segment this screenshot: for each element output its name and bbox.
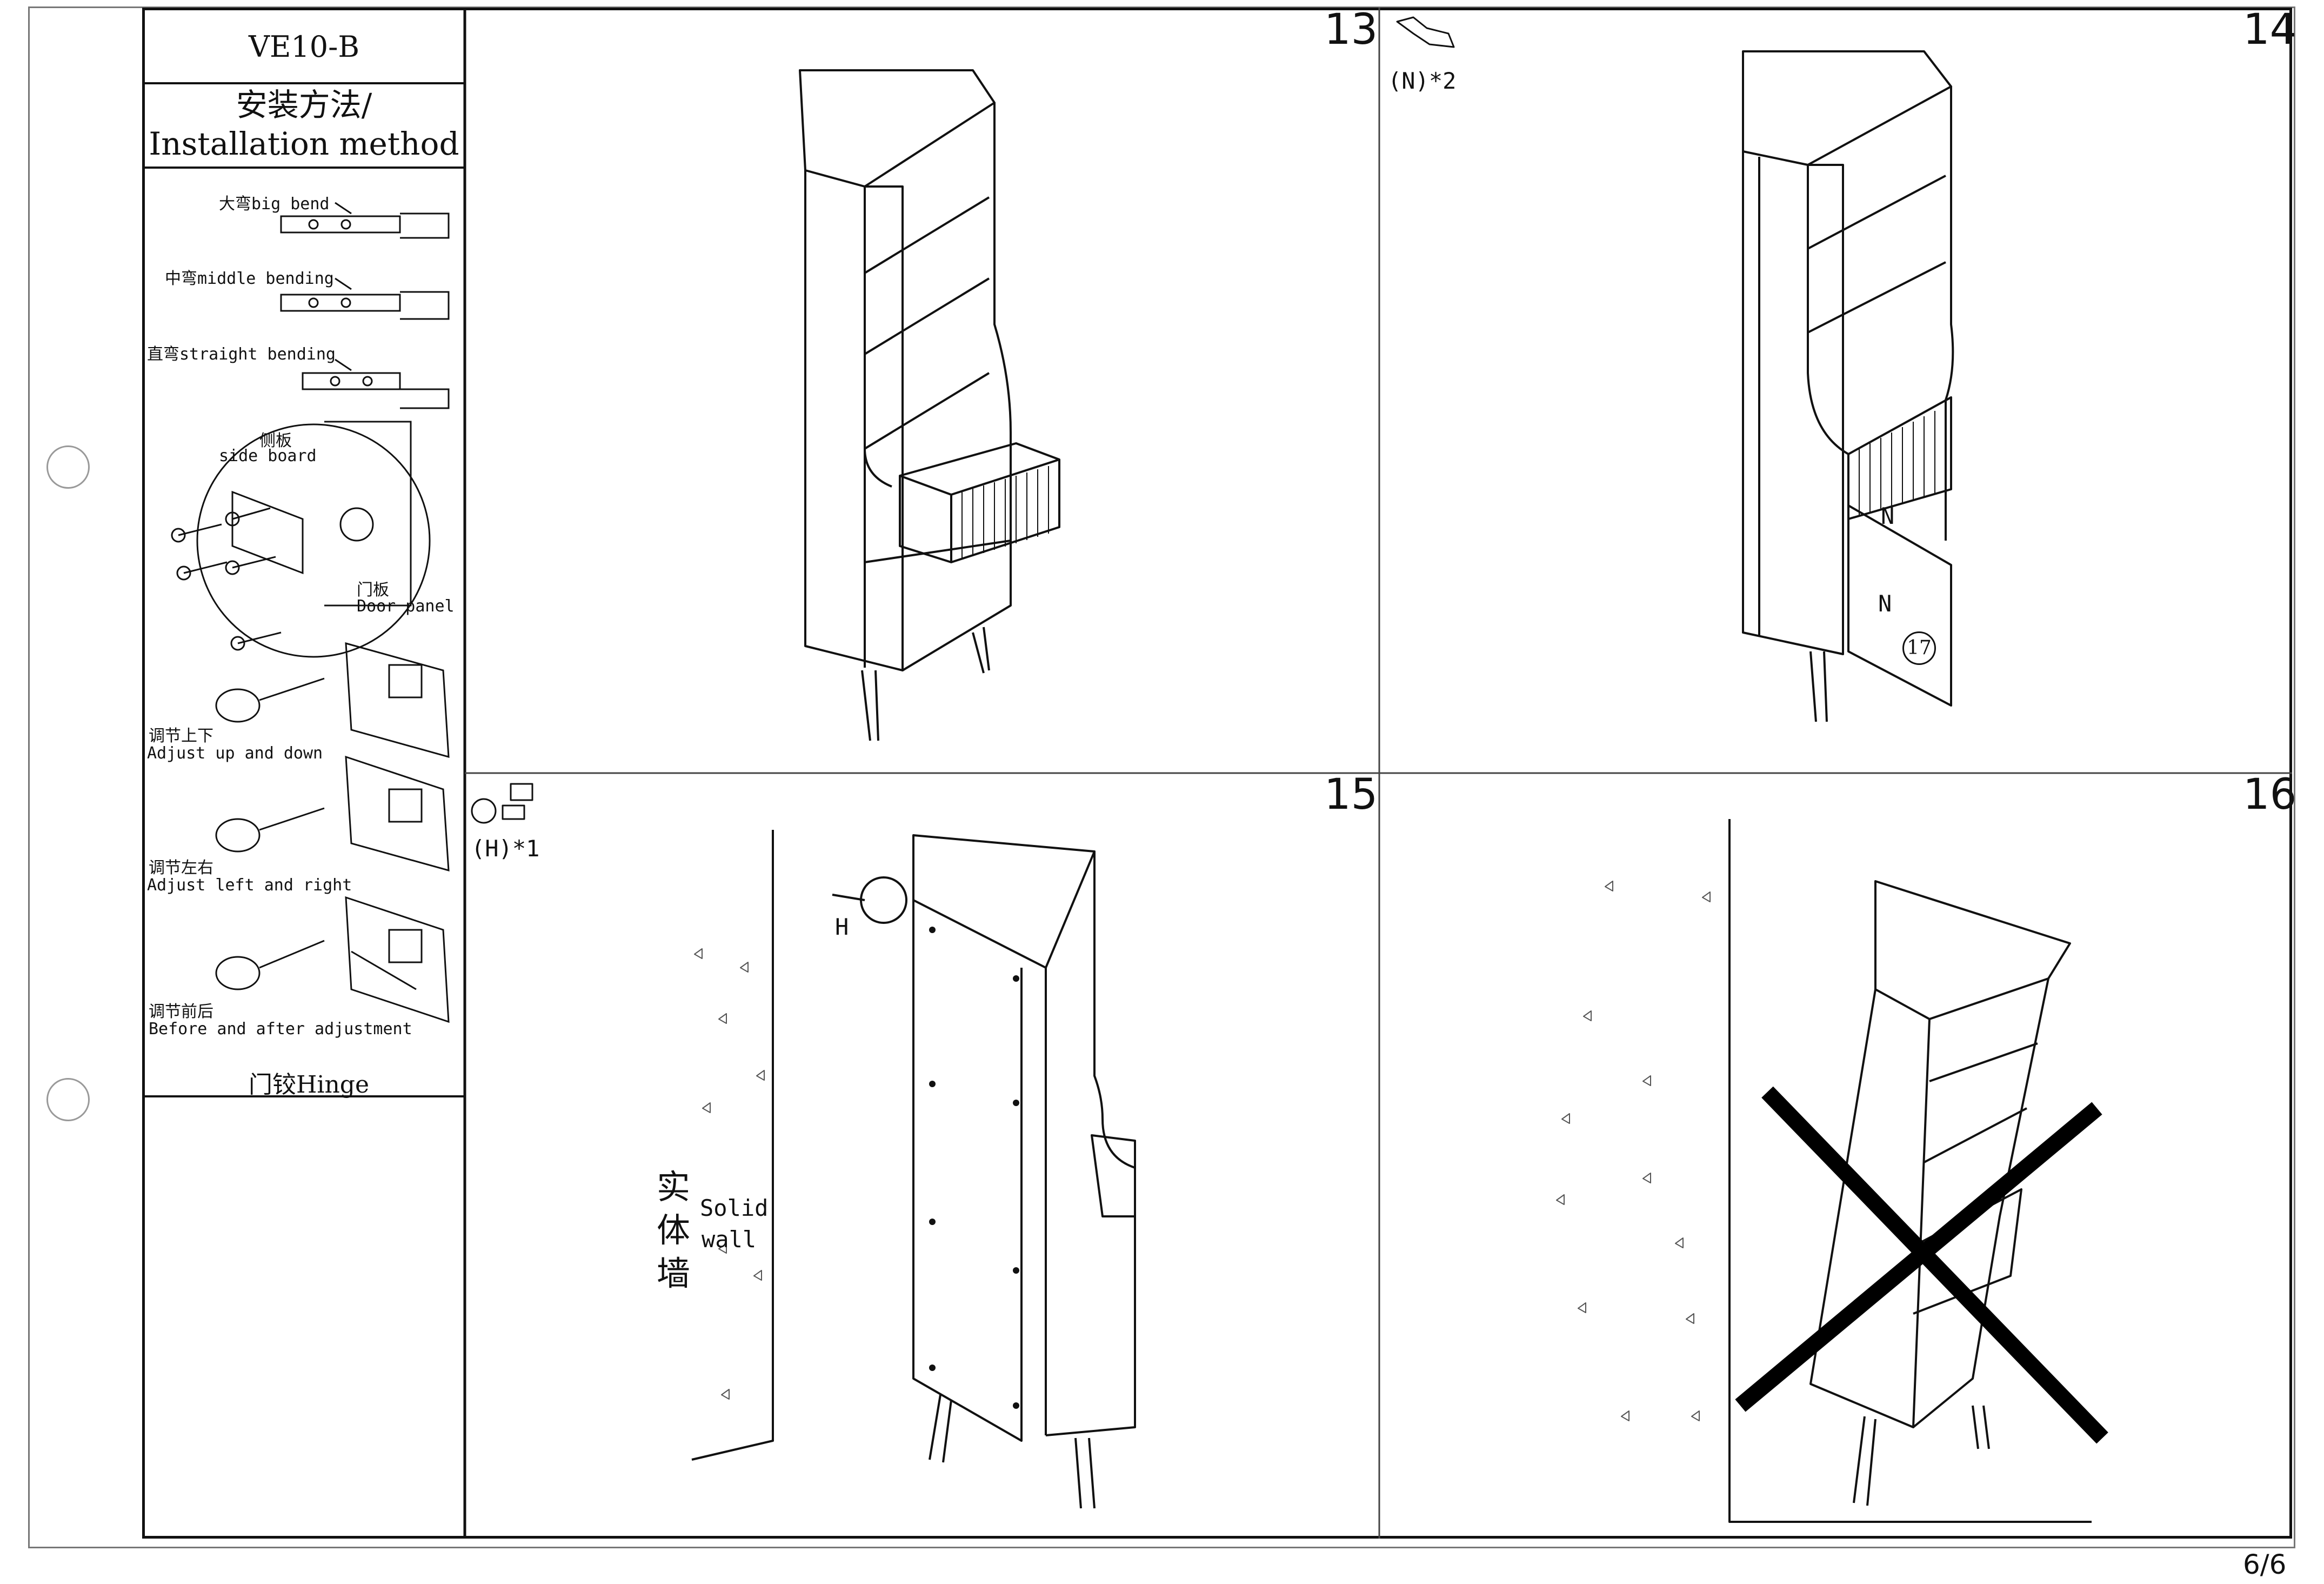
binder-hole-bottom xyxy=(46,1078,90,1121)
part-ref-17: 17 xyxy=(1902,631,1936,665)
binder-hole-top xyxy=(46,445,90,489)
door-panel-en: Door panel xyxy=(357,597,455,616)
page-border xyxy=(28,6,2295,1548)
solid-wall-en-1: Solid xyxy=(700,1195,769,1221)
callout-h: H xyxy=(835,914,849,940)
hinge-n-icon xyxy=(1396,16,1455,48)
title-cn: 安装方法/ xyxy=(236,86,372,123)
installation-method-title: 安装方法/ Installation method xyxy=(146,85,462,167)
solid-wall-cn-3: 墙 xyxy=(657,1254,691,1293)
side-board-cn: 侧板 xyxy=(259,431,292,450)
adjust-leftright-cn: 调节左右 xyxy=(149,858,213,877)
hinge-big-bend-label: 大弯big bend xyxy=(219,195,330,214)
parts-label-n: (N)*2 xyxy=(1388,68,1457,94)
solid-wall-en-2: wall xyxy=(702,1226,757,1253)
step13-cabinet xyxy=(799,69,1060,741)
side-board-en: side board xyxy=(219,447,317,465)
step-number-15: 15 xyxy=(1324,770,1378,819)
dowel-h-icon xyxy=(471,783,533,824)
adjust-frontback-en: Before and after adjustment xyxy=(149,1020,412,1039)
step14-cabinet xyxy=(1742,50,1954,722)
hinge-middle-bending-label: 中弯middle bending xyxy=(165,269,334,288)
adjust-updown-cn: 调节上下 xyxy=(149,727,213,746)
hinge-caption: 门铰Hinge xyxy=(249,1071,369,1099)
wall-texture xyxy=(694,881,1711,1421)
solid-wall-cn-2: 体 xyxy=(657,1210,691,1250)
step16-cabinet xyxy=(1728,819,2092,1523)
step15-cabinet xyxy=(691,830,1136,1509)
do-not-x xyxy=(1735,1086,2108,1444)
hinge-straight-bending-label: 直弯straight bending xyxy=(147,345,336,364)
callout-n-lower: N xyxy=(1878,590,1892,617)
step-number-16: 16 xyxy=(2243,770,2297,819)
door-panel-cn: 门板 xyxy=(357,581,389,600)
solid-wall-cn-1: 实 xyxy=(657,1167,691,1207)
adjust-frontback-cn: 调节前后 xyxy=(149,1002,213,1021)
model-number: VE10-B xyxy=(248,29,360,64)
step-number-14: 14 xyxy=(2243,5,2297,54)
title-en: Installation method xyxy=(149,125,459,162)
adjust-updown-en: Adjust up and down xyxy=(147,744,323,763)
callout-n-upper: N xyxy=(1881,503,1895,529)
step-number-13: 13 xyxy=(1324,5,1378,54)
page-indicator: 6/6 xyxy=(2243,1549,2287,1580)
adjust-leftright-en: Adjust left and right xyxy=(147,876,352,895)
parts-label-h: (H)*1 xyxy=(471,835,540,862)
